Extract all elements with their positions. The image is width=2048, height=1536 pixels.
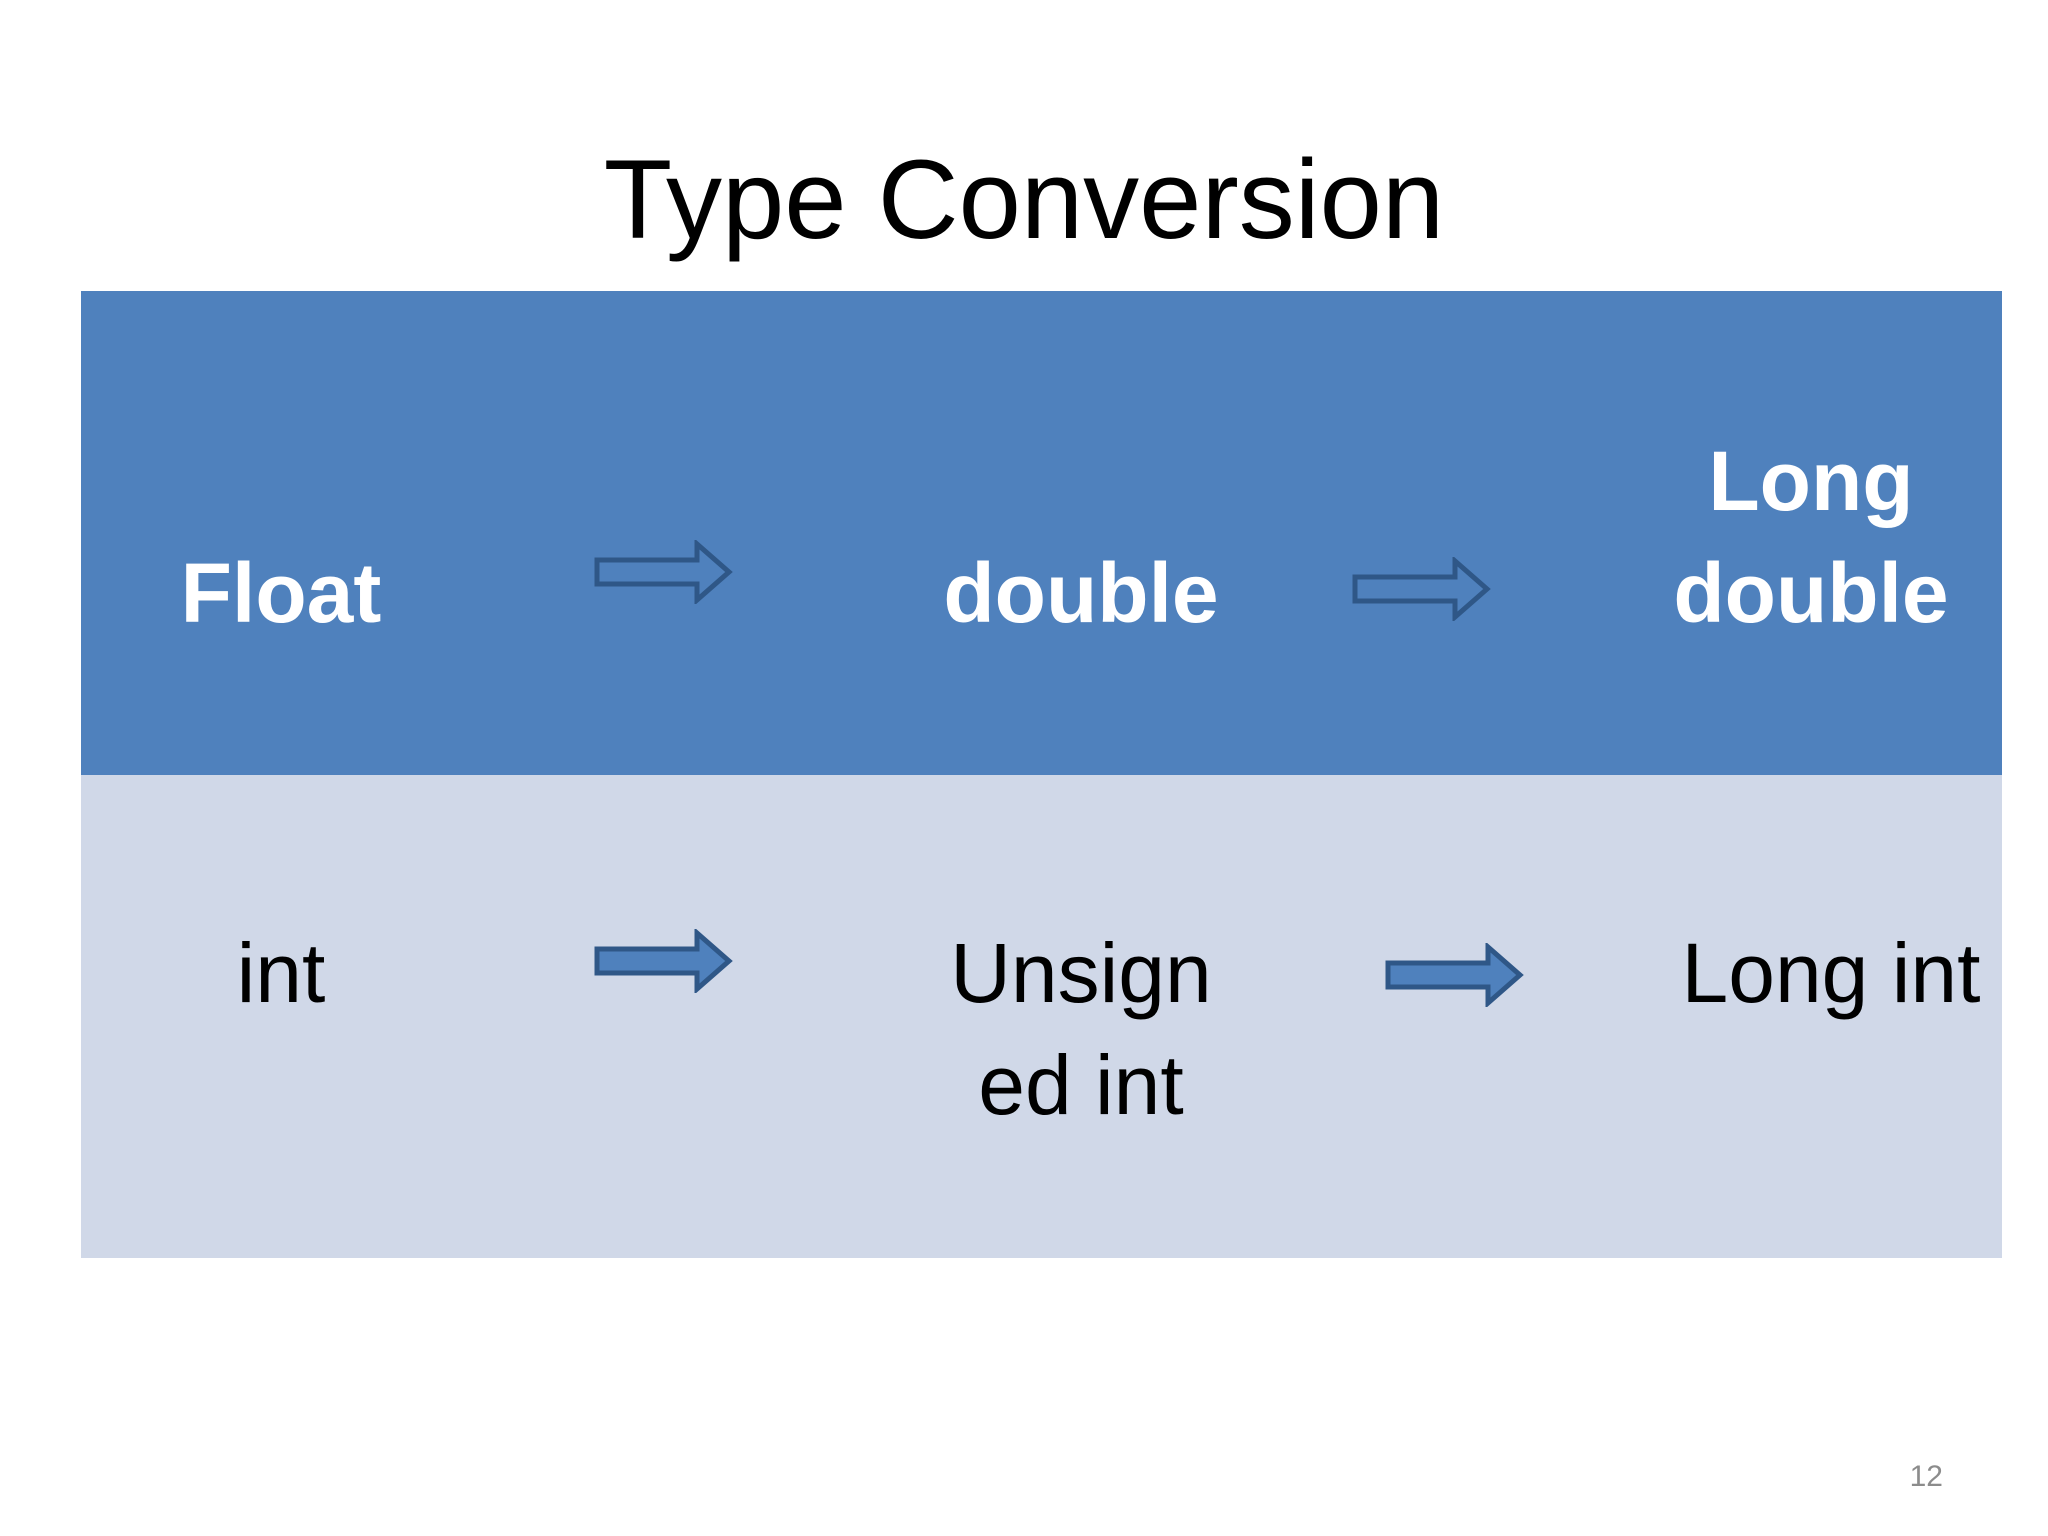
- cell-long-double: Long double: [1673, 434, 1949, 640]
- page-number: 12: [1909, 1460, 1943, 1493]
- arrow-right-filled-icon: [594, 929, 733, 993]
- arrow-right-outline-icon: [594, 540, 733, 604]
- cell-double: double: [943, 546, 1219, 640]
- table-body-row: int Unsigned int Long int: [81, 775, 2002, 1258]
- cell-float: Float: [180, 546, 382, 640]
- type-conversion-table: Float double Long double int Unsigned in…: [81, 291, 2002, 1258]
- slide-title: Type Conversion: [603, 137, 1445, 262]
- arrow-right-outline-icon: [1352, 557, 1491, 621]
- cell-long-int: Long int: [1681, 926, 1981, 1020]
- arrow-right-filled-icon: [1385, 943, 1524, 1007]
- cell-unsigned-int: Unsigned int: [950, 926, 1212, 1132]
- table-header-row: Float double Long double: [81, 291, 2002, 775]
- cell-int: int: [236, 926, 326, 1020]
